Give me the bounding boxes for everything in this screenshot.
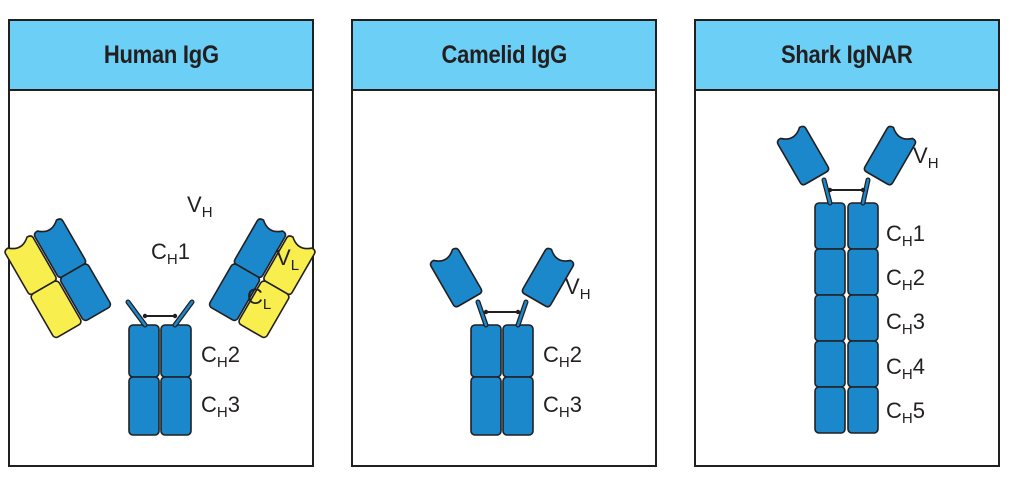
panel-header: Camelid IgG bbox=[353, 21, 655, 91]
panel-title: Human IgG bbox=[103, 40, 219, 69]
panel-shark-ignar: Shark IgNAR bbox=[694, 19, 1000, 467]
panel-human-igg: Human IgG bbox=[8, 19, 314, 467]
panel-header: Shark IgNAR bbox=[696, 21, 998, 91]
panel-title: Camelid IgG bbox=[441, 40, 567, 69]
panel-header: Human IgG bbox=[10, 21, 312, 91]
panel-camelid-igg: Camelid IgG bbox=[351, 19, 657, 467]
panel-title: Shark IgNAR bbox=[781, 40, 913, 69]
